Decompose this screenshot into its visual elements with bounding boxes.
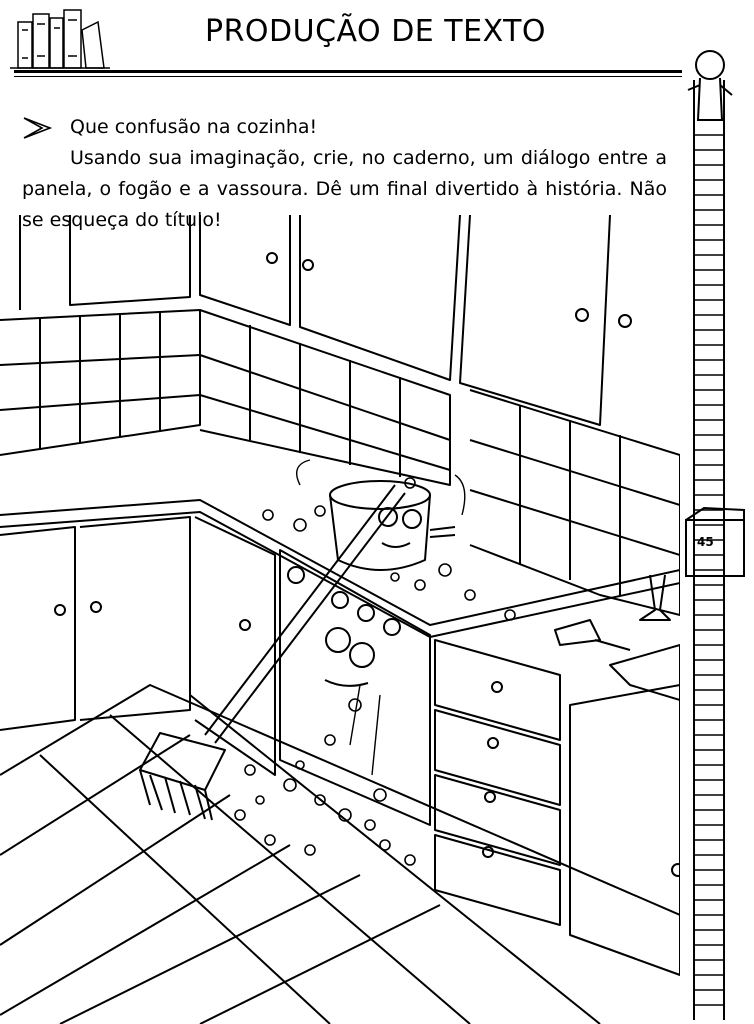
ladder-icon [685,50,745,1020]
instructions-block: Que confusão na cozinha! Usando sua imag… [22,112,667,236]
header-divider-thin [14,76,682,77]
header-divider [14,70,682,73]
instruction-lead-text: Que confusão na cozinha! [70,116,318,138]
kitchen-illustration [0,215,680,1024]
page-number: 45 [697,535,714,549]
books-icon [10,9,110,69]
arrow-right-icon [23,117,53,139]
page-header: PRODUÇÃO DE TEXTO [0,0,754,80]
instruction-lead: Que confusão na cozinha! [22,112,667,143]
page-title: PRODUÇÃO DE TEXTO [205,14,547,49]
instruction-paragraph: Usando sua imaginação, crie, no caderno,… [22,147,667,231]
